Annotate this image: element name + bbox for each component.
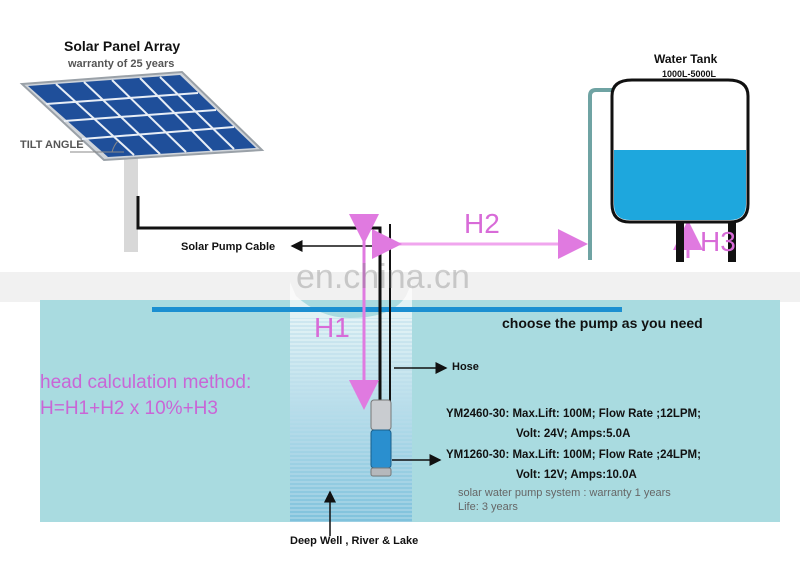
spec-2-line-2: Volt: 12V; Amps:10.0A [516, 469, 637, 481]
cable-label: Solar Pump Cable [181, 241, 276, 253]
spec-1-line-2: Volt: 24V; Amps:5.0A [516, 428, 631, 440]
calculation-formula: H=H1+H2 x 10%+H3 [40, 398, 218, 419]
h2-label: H2 [464, 208, 500, 239]
tilt-angle-label: TILT ANGLE [20, 139, 84, 151]
solar-panel-title: Solar Panel Array [64, 38, 181, 54]
system-warranty: solar water pump system : warranty 1 yea… [458, 487, 671, 499]
water-tank-capacity: 1000L-5000L [662, 69, 717, 79]
solar-panel [19, 70, 265, 162]
solar-panel-warranty: warranty of 25 years [68, 58, 175, 70]
choose-pump-label: choose the pump as you need [502, 315, 703, 331]
panel-post [124, 150, 138, 252]
watermark: en.china.cn [296, 258, 470, 296]
calculation-title: head calculation method: [40, 372, 252, 393]
submersible-pump [370, 399, 392, 477]
spec-1-line-1: YM2460-30: Max.Lift: 100M; Flow Rate ;12… [446, 408, 701, 420]
water-tank-title: Water Tank [654, 52, 718, 66]
system-life: Life: 3 years [458, 501, 518, 513]
h3-label: H3 [700, 226, 736, 257]
hose-label: Hose [452, 361, 479, 373]
spec-2-line-1: YM1260-30: Max.Lift: 100M; Flow Rate ;24… [446, 449, 701, 461]
ground-band [0, 272, 800, 302]
well-water-texture [290, 318, 412, 522]
tilt-arc [111, 140, 119, 153]
water-surface-line [152, 307, 622, 312]
h1-label: H1 [314, 312, 350, 343]
water-source-label: Deep Well , River & Lake [290, 535, 419, 547]
water-tank [588, 78, 750, 262]
pump-cable [136, 196, 382, 420]
